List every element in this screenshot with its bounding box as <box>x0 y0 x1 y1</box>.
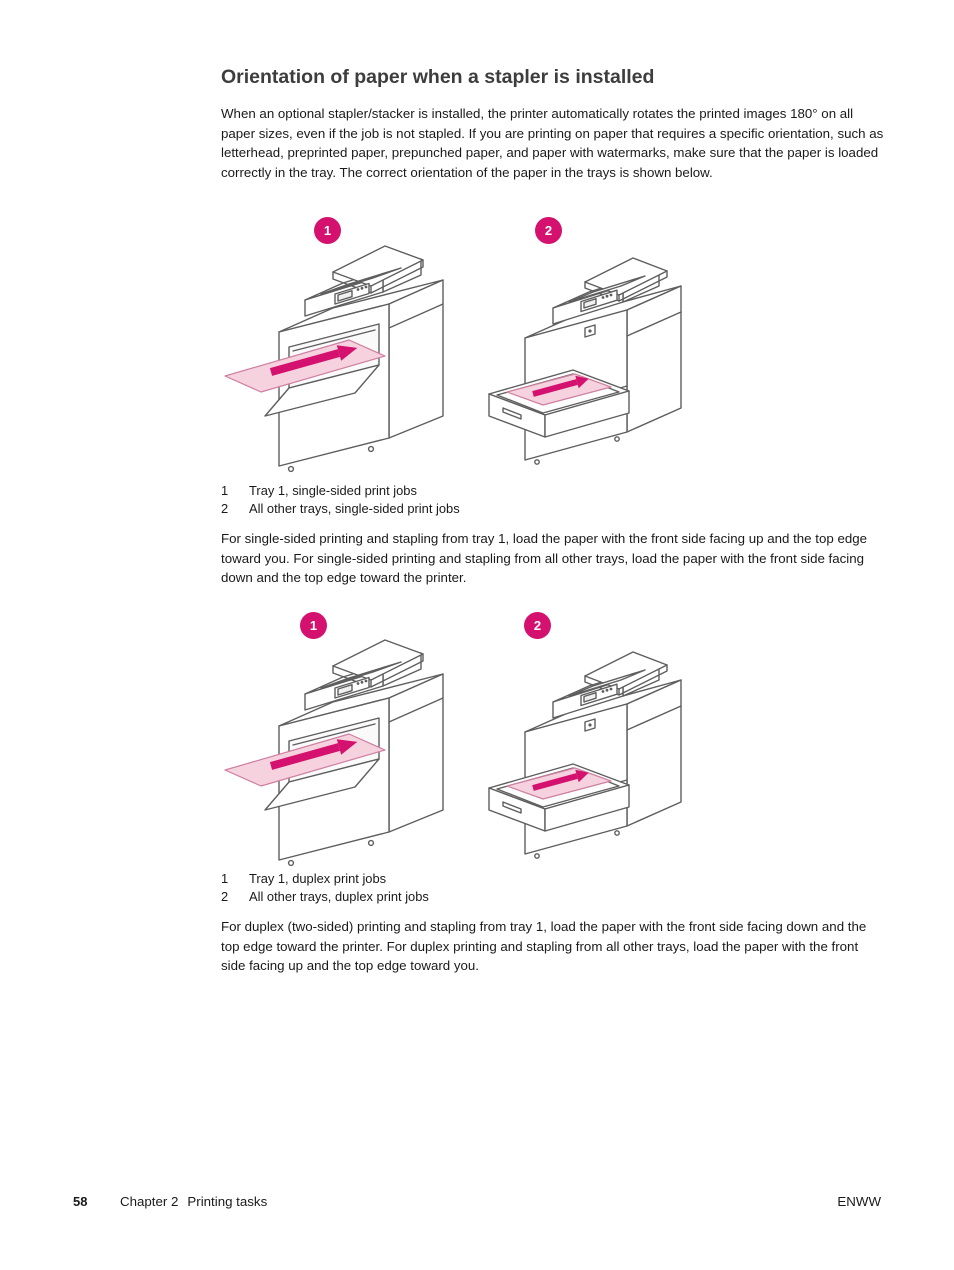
page-title: Orientation of paper when a stapler is i… <box>221 66 655 88</box>
caption-label: All other trays, single-sided print jobs <box>249 501 460 516</box>
duplex-paragraph: For duplex (two-sided) printing and stap… <box>221 919 867 973</box>
caption-row: 1 Tray 1, duplex print jobs <box>221 870 429 888</box>
caption-row: 1 Tray 1, single-sided print jobs <box>221 482 460 500</box>
caption-number: 2 <box>221 889 229 904</box>
caption-number: 1 <box>221 871 229 886</box>
printer-tray1-duplex-illustration <box>221 614 456 869</box>
intro-paragraph: When an optional stapler/stacker is inst… <box>221 106 884 180</box>
callout-1-number: 1 <box>309 618 318 633</box>
caption-row: 2 All other trays, single-sided print jo… <box>221 500 460 518</box>
callout-2-number: 2 <box>533 618 542 633</box>
figure-1-caption-list: 1 Tray 1, single-sided print jobs 2 All … <box>221 482 460 518</box>
callout-1-badge: 1 <box>314 217 341 244</box>
footer-chapter: Chapter 2 Printing tasks <box>120 1194 267 1209</box>
footer-chapter-label: Chapter 2 <box>120 1194 179 1209</box>
printer-tray2-duplex-illustration <box>477 626 707 861</box>
single-sided-paragraph: For single-sided printing and stapling f… <box>221 531 868 585</box>
caption-number: 1 <box>221 483 229 498</box>
callout-1-badge: 1 <box>300 612 327 639</box>
footer-page-number: 58 <box>73 1194 88 1209</box>
footer-enww: ENWW <box>837 1194 881 1209</box>
caption-label: Tray 1, single-sided print jobs <box>249 483 417 498</box>
figure-single-sided: 1 2 <box>221 208 731 480</box>
figure-duplex: 1 2 <box>221 602 731 874</box>
callout-2-badge: 2 <box>535 217 562 244</box>
caption-label: All other trays, duplex print jobs <box>249 889 429 904</box>
callout-2-badge: 2 <box>524 612 551 639</box>
footer-section-label: Printing tasks <box>187 1194 268 1209</box>
callout-2-number: 2 <box>544 223 553 238</box>
printer-tray2-illustration <box>477 232 707 467</box>
caption-number: 2 <box>221 501 229 516</box>
callout-1-number: 1 <box>323 223 332 238</box>
caption-row: 2 All other trays, duplex print jobs <box>221 888 429 906</box>
figure-2-caption-list: 1 Tray 1, duplex print jobs 2 All other … <box>221 870 429 906</box>
printer-tray1-illustration <box>221 220 456 475</box>
caption-label: Tray 1, duplex print jobs <box>249 871 387 886</box>
